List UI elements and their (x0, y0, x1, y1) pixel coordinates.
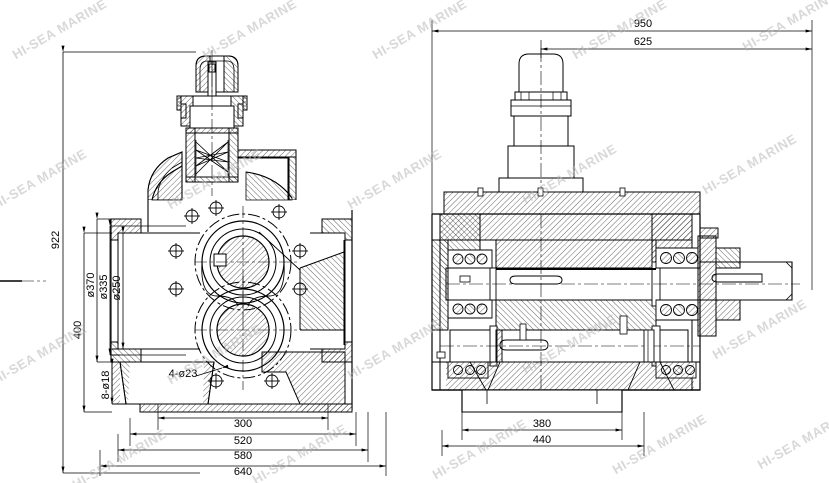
bearing-left-upper (447, 249, 493, 269)
drive-shaft (445, 261, 800, 307)
dim-300: 300 (234, 418, 252, 430)
front-sectional-view: 922 400 ø370 ø335 ø250 8-ø18 4-ø23 300 5… (0, 45, 387, 478)
dim-640: 640 (234, 466, 252, 478)
dim-4xd23: 4-ø23 (169, 368, 198, 380)
dim-625: 625 (634, 36, 652, 48)
bearing-covers (431, 227, 741, 337)
dim-8xd18: 8-ø18 (100, 371, 112, 400)
idler-gear-bore (194, 276, 300, 390)
dim-d370: ø370 (85, 272, 97, 297)
side-view-dimensions (431, 20, 813, 456)
gear-bores (194, 206, 300, 390)
front-view-dimensions (61, 45, 387, 476)
casing-bolt-holes (168, 200, 308, 389)
dim-950: 950 (634, 18, 652, 30)
dim-d250: ø250 (111, 275, 123, 300)
fastener-details (436, 275, 628, 359)
central-chamber (496, 214, 656, 390)
bearing-right-lower (655, 299, 699, 321)
dim-400: 400 (72, 321, 84, 339)
casing-section (110, 165, 353, 413)
dim-d335: ø335 (98, 274, 110, 299)
idler-shaft (440, 325, 700, 367)
upper-casing-band (443, 187, 701, 215)
mounting-base-feet (461, 389, 623, 413)
side-sectional-view: 950 625 380 440 (431, 18, 813, 456)
dim-580: 580 (234, 450, 252, 462)
dim-440: 440 (533, 434, 551, 446)
leader-4xd23 (195, 364, 229, 377)
bearing-left-lower (447, 299, 493, 319)
dim-922: 922 (50, 231, 62, 249)
dim-520: 520 (234, 435, 252, 447)
dim-380: 380 (533, 418, 551, 430)
lower-casing-mass (446, 362, 694, 390)
bearing-right-upper (655, 247, 699, 269)
relief-valve-assembly (176, 50, 248, 196)
